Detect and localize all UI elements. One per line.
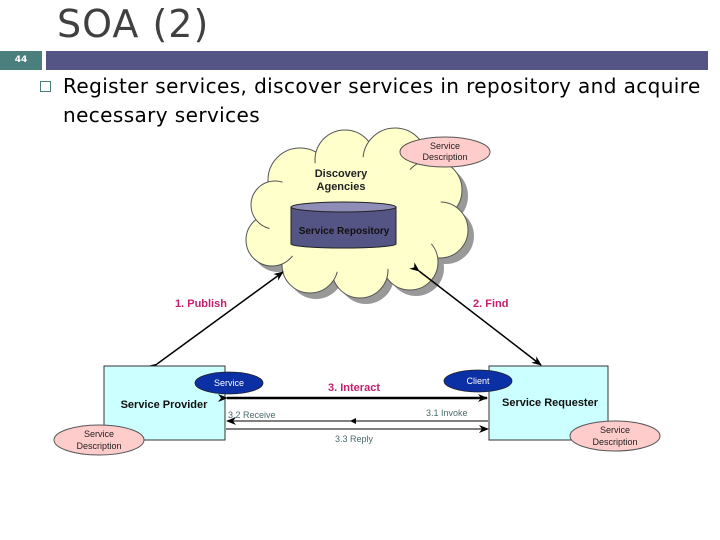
slide-title: SOA (2) [57,2,210,46]
service-requester-label: Service Requester [502,397,599,409]
find-label: 2. Find [473,298,508,310]
invoke-label: 3.1 Invoke [426,408,468,418]
reply-label: 3.3 Reply [335,434,374,444]
repository-cylinder [290,201,397,249]
find-arrow [409,262,542,366]
client-oval [443,369,513,393]
discovery-description-line1: Service [430,141,460,151]
discovery-description-oval [399,136,491,168]
bullet-text: Register services, discover services in … [63,74,701,127]
requester-description-oval [569,420,661,452]
publish-label: 1. Publish [175,298,227,310]
provider-description-line1: Service [84,429,114,439]
provider-description-line2: Description [76,441,121,451]
repository-label: Service Repository [299,226,390,237]
requester-description-line2: Description [592,437,637,447]
invoke-arrow-mid-head [350,418,356,424]
discovery-label-line2: Agencies [317,181,366,193]
requester-description-line1: Service [600,425,630,435]
provider-description-oval [53,424,145,456]
discovery-description-line2: Description [422,152,467,162]
bullet-icon [40,81,51,92]
client-oval-label: Client [466,376,490,386]
service-oval-label: Service [214,378,244,388]
publish-arrow [147,271,284,373]
discovery-label-line1: Discovery [315,168,368,180]
title-bar [46,51,708,70]
receive-label: 3.2 Receive [228,410,276,420]
service-provider-label: Service Provider [121,399,209,411]
interact-label: 3. Interact [328,382,380,394]
slide-number: 44 [0,51,42,70]
